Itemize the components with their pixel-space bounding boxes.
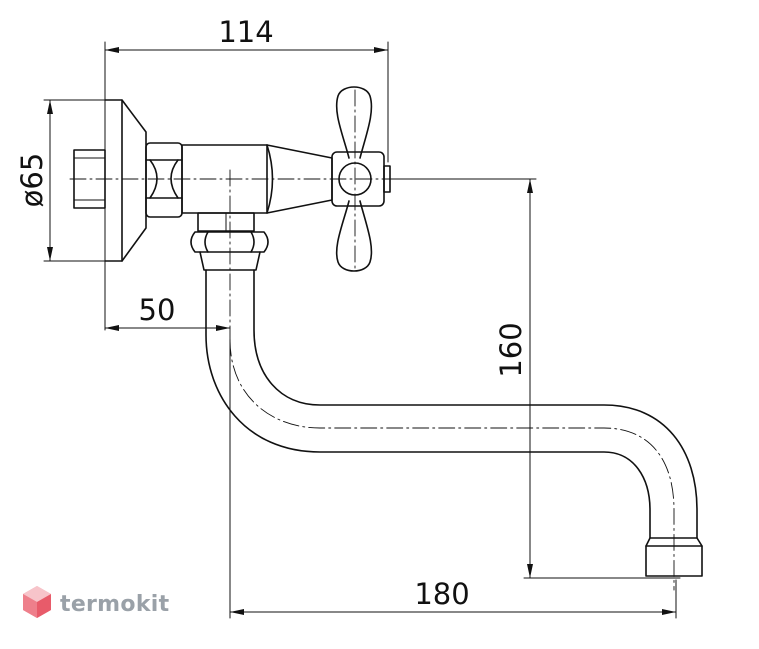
wall-flange: [73, 99, 147, 331]
label-114: 114: [218, 15, 273, 49]
hex-nut: [145, 142, 183, 218]
valve-body: [181, 144, 333, 232]
brand-logo: termokit: [22, 585, 169, 623]
brand-name: termokit: [60, 591, 170, 617]
dimension-114: [104, 41, 389, 163]
label-180: 180: [414, 577, 469, 611]
dimension-180: [229, 339, 677, 619]
label-diameter: ø65: [15, 153, 49, 208]
label-160: 160: [494, 322, 528, 377]
dimension-50: [104, 325, 231, 331]
label-50: 50: [139, 293, 176, 327]
center-lines: [69, 89, 675, 591]
dimension-diameter: [43, 99, 111, 262]
spout: [205, 269, 703, 577]
swivel-nut: [190, 231, 269, 271]
dimension-160: [389, 178, 681, 579]
hexagon-cube-icon: [22, 585, 52, 623]
